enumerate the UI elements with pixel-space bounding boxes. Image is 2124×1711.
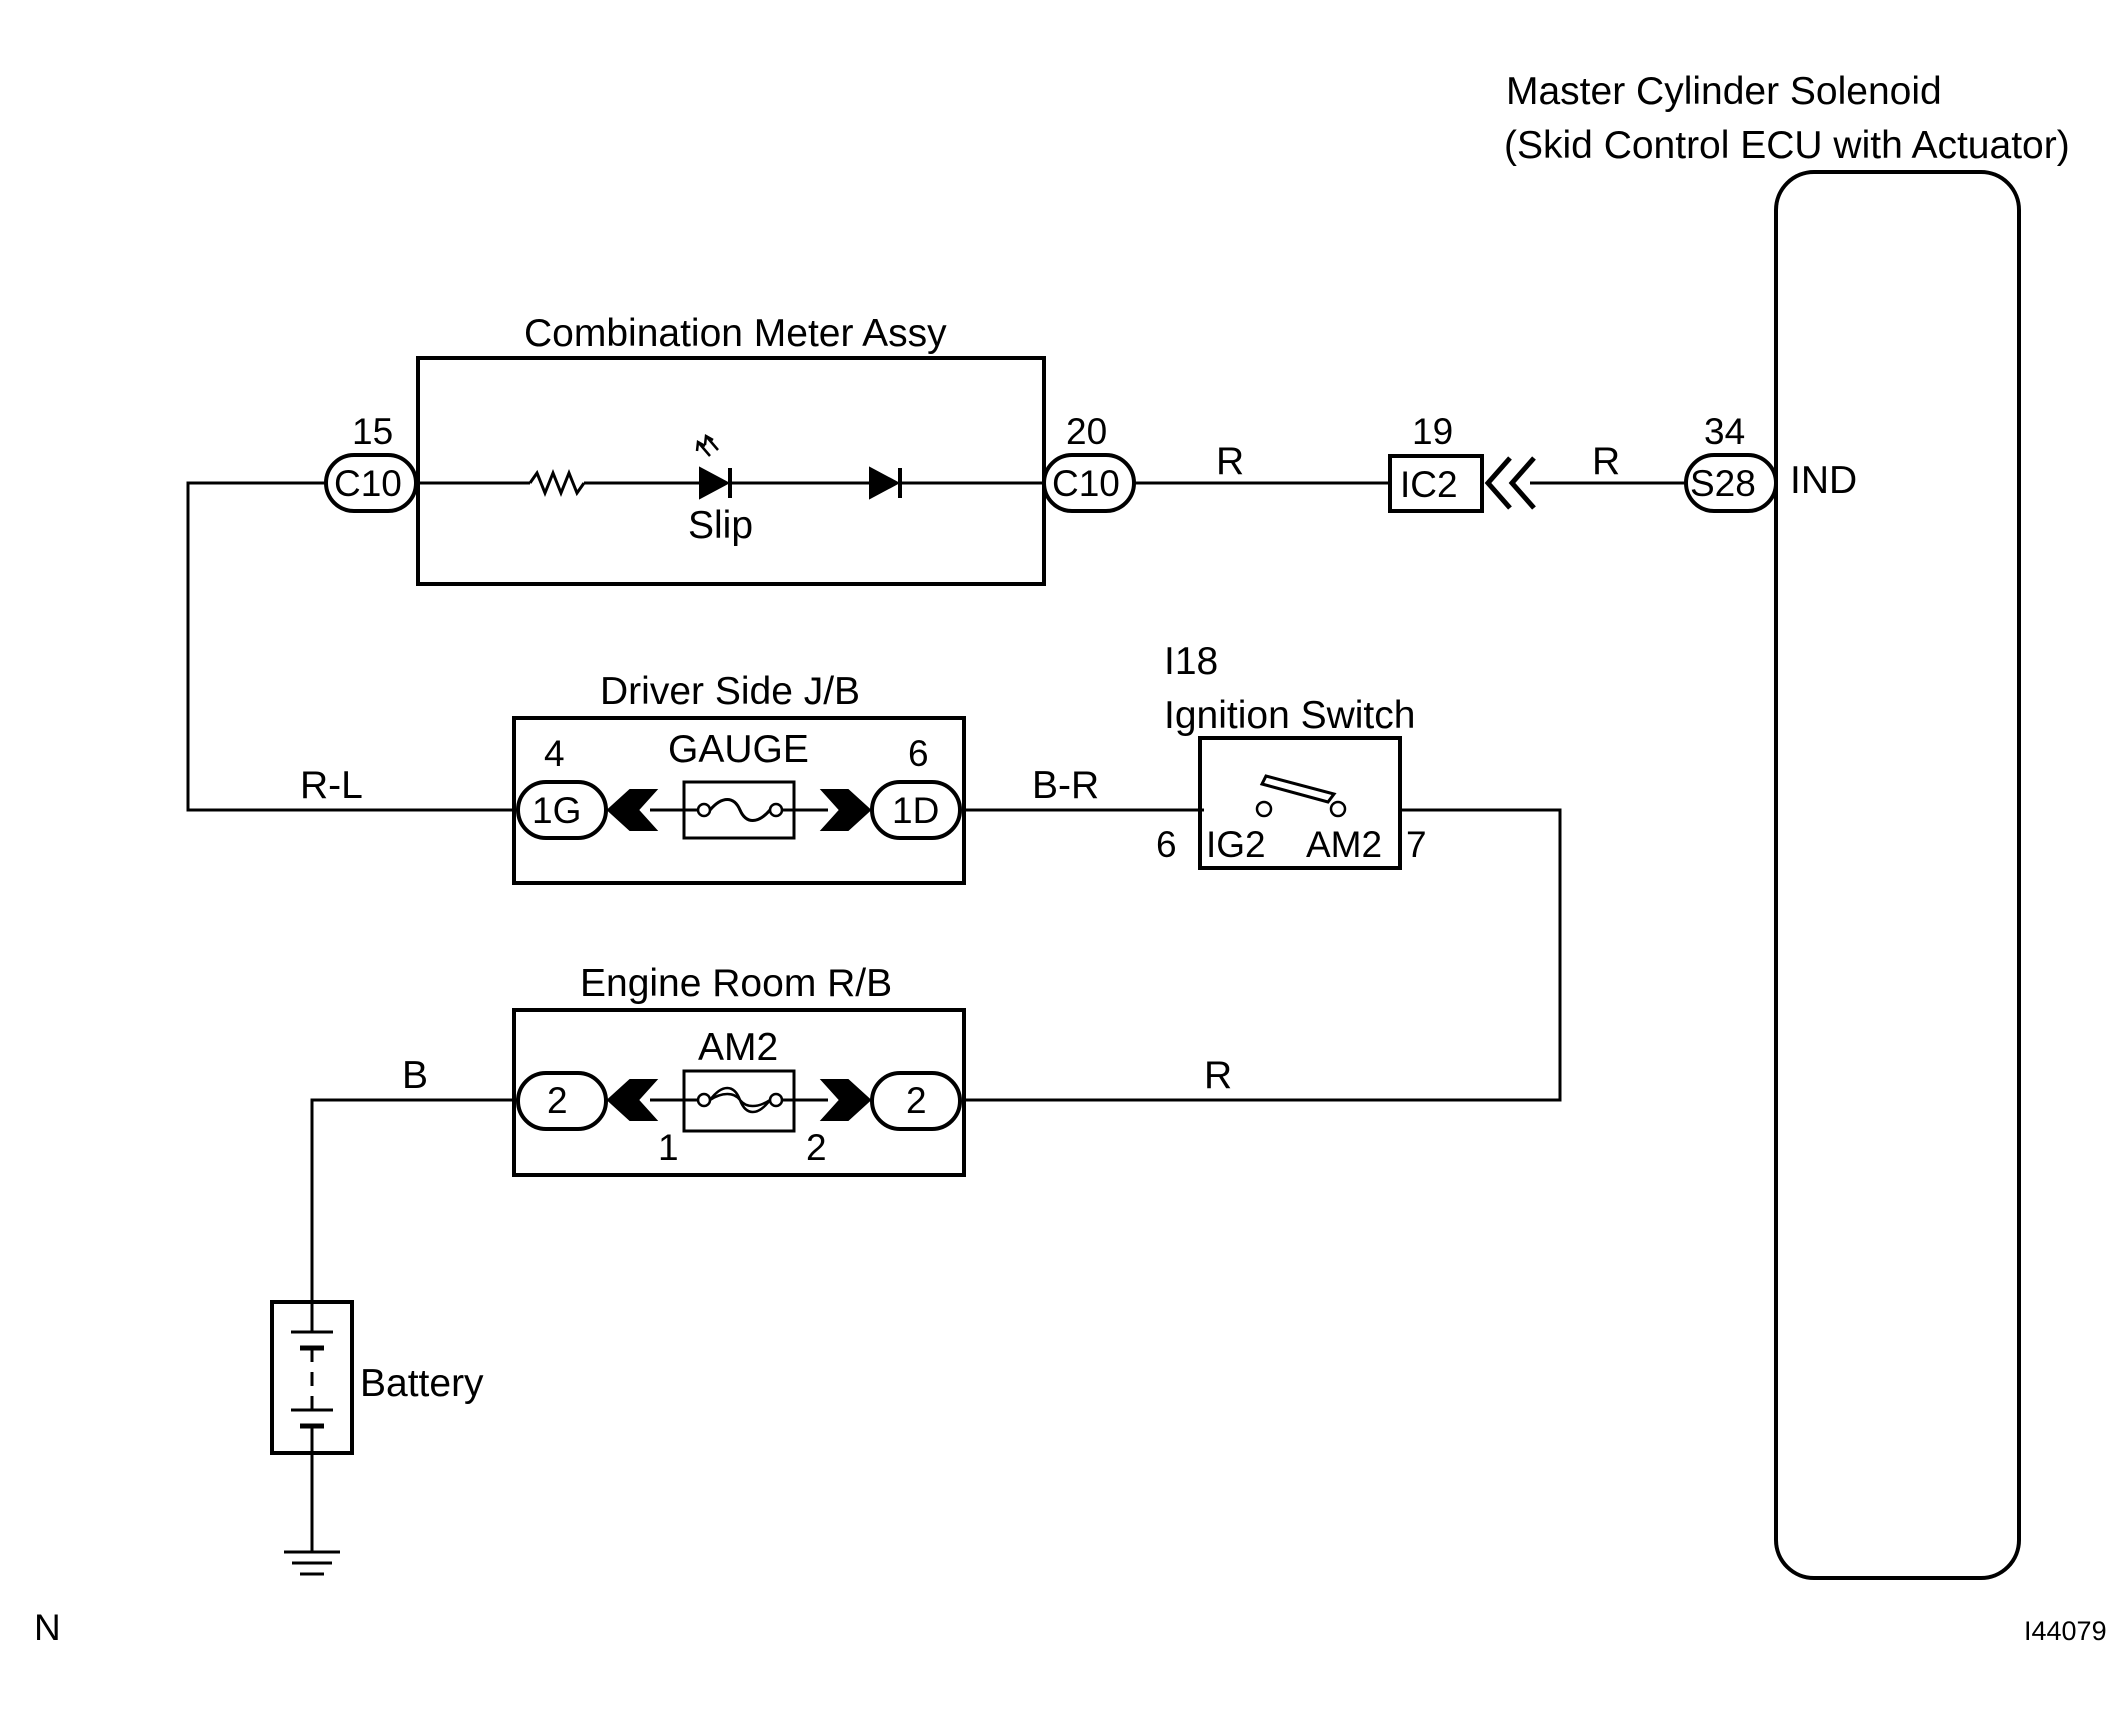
slip-led-icon bbox=[699, 466, 731, 500]
master-cylinder-title: Master Cylinder Solenoid bbox=[1506, 70, 1942, 113]
wire-label-ic2-to-s28: R bbox=[1592, 440, 1620, 483]
ignition-switch-code: I18 bbox=[1164, 640, 1218, 683]
connector-1d-pin: 6 bbox=[908, 733, 929, 774]
engine-room-rb-title: Engine Room R/B bbox=[580, 962, 892, 1005]
connector-c10-left-code: C10 bbox=[334, 463, 402, 504]
rb-left-terminal-arrow-icon bbox=[606, 1079, 659, 1121]
connector-c10-right-pin: 20 bbox=[1066, 411, 1107, 452]
ignition-terminal-am2: AM2 bbox=[1306, 824, 1382, 865]
connector-arrow-icon bbox=[1484, 456, 1512, 510]
connector-s28-shape bbox=[1684, 453, 1778, 513]
connector-c10-left-pin: 15 bbox=[352, 411, 393, 452]
connector-1g-code: 1G bbox=[532, 790, 581, 831]
figure-id: I44079 bbox=[2024, 1616, 2107, 1646]
wire-label-meter-to-jb: R-L bbox=[300, 764, 363, 807]
ground-icon bbox=[284, 1550, 340, 1576]
battery-cell-icon bbox=[291, 1302, 333, 1453]
engine-room-rb-box bbox=[512, 1008, 966, 1177]
ignition-terminal-ig2: IG2 bbox=[1206, 824, 1266, 865]
slip-indicator-label: Slip bbox=[688, 504, 753, 547]
connector-1g-pin: 4 bbox=[544, 733, 565, 774]
corner-letter: N bbox=[34, 1607, 61, 1648]
ignition-switch-box bbox=[1198, 736, 1402, 870]
driver-jb-title: Driver Side J/B bbox=[600, 670, 860, 713]
am2-fuse-pin-left: 1 bbox=[658, 1127, 679, 1168]
connector-ic2-code: IC2 bbox=[1400, 464, 1458, 505]
am2-fuse-label: AM2 bbox=[698, 1026, 778, 1069]
wire-label-battery-to-rb: B bbox=[402, 1054, 428, 1097]
am2-fuse-pin-right: 2 bbox=[806, 1127, 827, 1168]
gauge-fuse-label: GAUGE bbox=[668, 728, 809, 771]
connector-c10-right-shape bbox=[1042, 453, 1136, 513]
connector-ic2-shape bbox=[1388, 454, 1484, 513]
connector-rb-right-code: 2 bbox=[906, 1080, 927, 1121]
jb-right-terminal-arrow-icon bbox=[819, 789, 872, 831]
wire-label-jb-to-switch: B-R bbox=[1032, 764, 1099, 807]
gauge-fuse-icon bbox=[708, 798, 772, 822]
connector-1g-shape bbox=[516, 780, 608, 840]
connector-rb-left-shape bbox=[516, 1071, 608, 1131]
connector-rb-right-shape bbox=[870, 1071, 962, 1131]
wire-label-rb-to-switch: R bbox=[1204, 1054, 1232, 1097]
connector-1d-code: 1D bbox=[892, 790, 939, 831]
ignition-switch-title: Ignition Switch bbox=[1164, 694, 1415, 737]
led-light-rays-icon bbox=[695, 433, 719, 457]
connector-c10-left-shape bbox=[324, 453, 418, 513]
jb-left-terminal-arrow-icon bbox=[606, 789, 659, 831]
master-cylinder-terminal: IND bbox=[1790, 459, 1857, 502]
wire-meter-to-jb bbox=[186, 481, 520, 812]
driver-jb-box bbox=[512, 716, 966, 885]
connector-arrow-icon-2 bbox=[1508, 456, 1536, 510]
combination-meter-box bbox=[416, 356, 1046, 586]
connector-s28-pin: 34 bbox=[1704, 411, 1745, 452]
wire-battery-to-rb bbox=[310, 1098, 520, 1302]
am2-fuse-box bbox=[682, 1069, 796, 1133]
wire-label-meter-to-ic2: R bbox=[1216, 440, 1244, 483]
ignition-pin-left: 6 bbox=[1156, 824, 1177, 865]
ignition-pin-right: 7 bbox=[1406, 824, 1427, 865]
master-cylinder-subtitle: (Skid Control ECU with Actuator) bbox=[1504, 124, 2070, 167]
am2-fusible-link-icon bbox=[709, 1086, 771, 1114]
switch-contact-icon bbox=[1259, 774, 1337, 804]
resistor-icon bbox=[528, 468, 586, 498]
connector-c10-right-code: C10 bbox=[1052, 463, 1120, 504]
rb-right-terminal-arrow-icon bbox=[819, 1079, 872, 1121]
wire-switch-to-rb bbox=[962, 808, 1562, 1102]
connector-1d-shape bbox=[870, 780, 962, 840]
diode-icon bbox=[869, 466, 901, 500]
combination-meter-title: Combination Meter Assy bbox=[524, 312, 947, 355]
connector-rb-left-code: 2 bbox=[547, 1080, 568, 1121]
connector-s28-code: S28 bbox=[1690, 463, 1756, 504]
battery-label: Battery bbox=[360, 1362, 484, 1405]
connector-ic2-pin: 19 bbox=[1412, 411, 1453, 452]
master-cylinder-body bbox=[1774, 170, 2021, 1580]
